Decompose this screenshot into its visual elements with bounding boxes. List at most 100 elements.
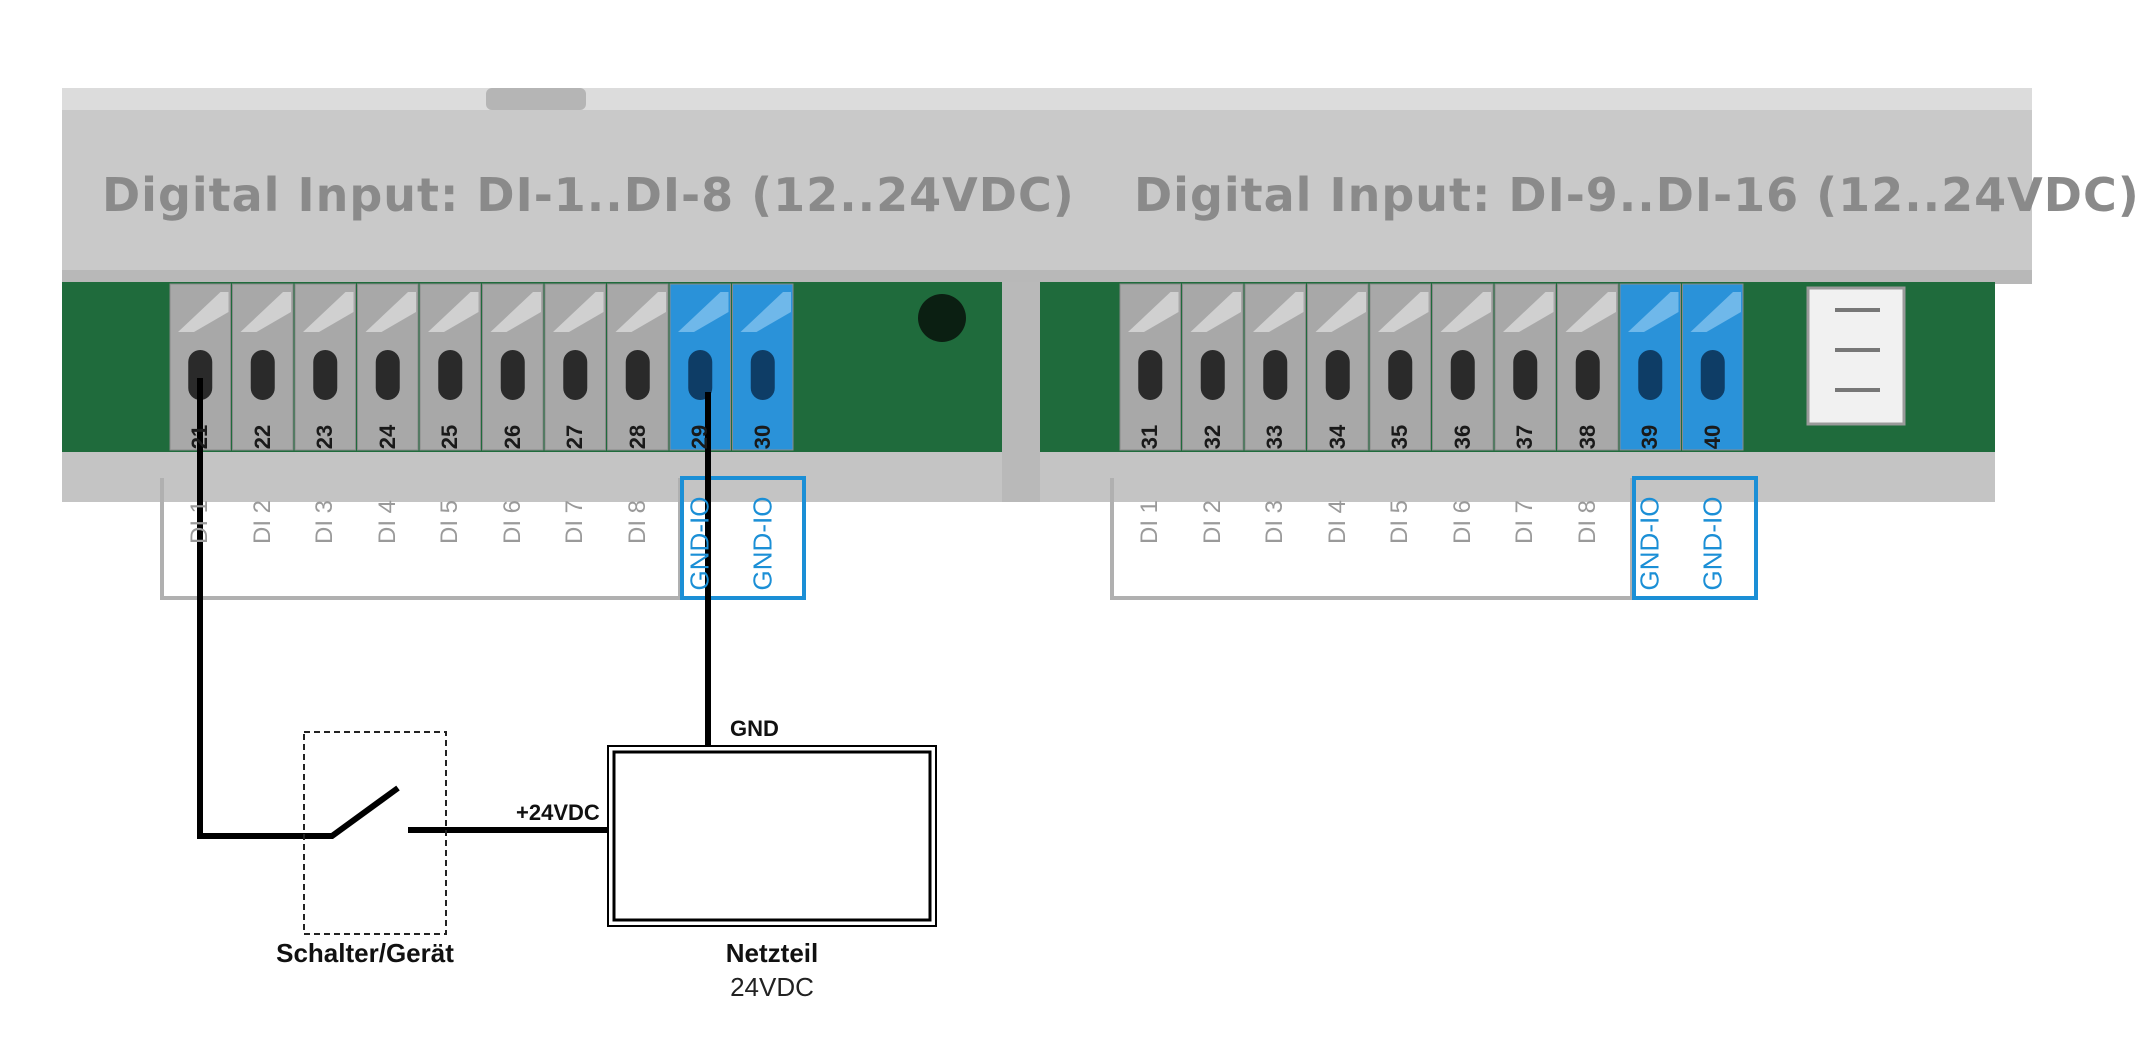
di-label: DI 1 [1136, 500, 1164, 545]
terminal-hole [438, 350, 463, 400]
di-label: DI 2 [1198, 500, 1226, 545]
terminal-lever [615, 292, 666, 332]
terminal-hole [750, 350, 775, 400]
gnd-frame-left [680, 476, 806, 600]
terminal-number: 28 [624, 424, 650, 450]
terminal-lever [1315, 292, 1366, 332]
terminal-lever [428, 292, 479, 332]
terminal-hole [250, 350, 275, 400]
di-label: DI 2 [248, 500, 276, 545]
terminal-lever [1440, 292, 1491, 332]
terminal-number: 32 [1199, 424, 1225, 450]
terminal-number: 30 [749, 424, 775, 450]
gnd-io-label: GND-IO [684, 496, 715, 591]
terminal-number: 33 [1262, 424, 1288, 450]
terminal-lever [678, 292, 729, 332]
terminal-lever [1690, 292, 1741, 332]
terminal-number: 31 [1137, 424, 1163, 450]
housing-lower-left [62, 452, 1002, 502]
terminal-lever [1503, 292, 1554, 332]
module-left-title: Digital Input: DI-1..DI-8 (12..24VDC) [102, 168, 1075, 222]
switch-caption: Schalter/Gerät [276, 938, 454, 968]
terminal-hole [500, 350, 525, 400]
module-divider [1002, 282, 1040, 502]
housing-body [62, 110, 2032, 282]
terminal-hole [1263, 350, 1288, 400]
di-label: DI 7 [1511, 500, 1539, 545]
di-label: DI 3 [1261, 500, 1289, 545]
switch-enclosure [303, 731, 447, 935]
terminal-block-left [169, 283, 794, 451]
di-label: DI 1 [186, 500, 214, 545]
gnd-io-label: GND-IO [1697, 496, 1728, 591]
terminal-number: 38 [1574, 424, 1600, 450]
gnd-wire-label: GND [730, 716, 779, 741]
psu-caption: Netzteil [725, 938, 819, 968]
terminal-lever [1253, 292, 1304, 332]
terminal-lever [553, 292, 604, 332]
terminal-lever [1128, 292, 1179, 332]
terminal-lever [178, 292, 229, 332]
terminal-lever [490, 292, 541, 332]
gnd-io-label: GND-IO [747, 496, 778, 591]
terminal-number: 25 [437, 424, 463, 450]
terminal-hole [1325, 350, 1350, 400]
terminal-lever [365, 292, 416, 332]
terminal-hole [1638, 350, 1663, 400]
di-label: DI 4 [373, 500, 401, 545]
psu-box-inner [612, 750, 932, 922]
terminal-lever [303, 292, 354, 332]
terminal-number: 35 [1387, 424, 1413, 450]
terminal-block-right [1119, 283, 1744, 451]
terminal-hole [313, 350, 338, 400]
di-label: DI 3 [311, 500, 339, 545]
wiring-diagram [62, 88, 2032, 935]
pcb-hole-left [918, 294, 966, 342]
terminal-hole [625, 350, 650, 400]
terminal-hole [1388, 350, 1413, 400]
terminal-lever [1378, 292, 1429, 332]
terminal-number: 29 [687, 424, 713, 450]
housing-tab [486, 88, 586, 110]
housing-top-strip [62, 88, 2032, 112]
psu-voltage: 24VDC [730, 972, 814, 1002]
terminal-hole [563, 350, 588, 400]
supply-wire-label: +24VDC [516, 800, 600, 825]
terminal-number: 24 [374, 424, 400, 450]
wire-di1 [197, 378, 400, 839]
terminal-hole [1200, 350, 1225, 400]
terminal-hole [1575, 350, 1600, 400]
terminal-number: 37 [1512, 424, 1538, 450]
terminal-hole [188, 350, 213, 400]
module-right-title: Digital Input: DI-9..DI-16 (12..24VDC) [1134, 168, 2140, 222]
terminal-number: 23 [312, 424, 338, 450]
terminal-hole [688, 350, 713, 400]
terminal-number: 21 [187, 424, 213, 450]
terminal-hole [1700, 350, 1725, 400]
di-label: DI 7 [561, 500, 589, 545]
di-label: DI 6 [1448, 500, 1476, 545]
di-label: DI 4 [1323, 500, 1351, 545]
terminal-hole [1513, 350, 1538, 400]
gnd-io-label: GND-IO [1634, 496, 1665, 591]
psu-box-outer [607, 745, 937, 927]
terminal-hole [1450, 350, 1475, 400]
di-label: DI 8 [1573, 500, 1601, 545]
di-label: DI 5 [1386, 500, 1414, 545]
terminal-lever [1565, 292, 1616, 332]
terminal-lever [1628, 292, 1679, 332]
terminal-lever [240, 292, 291, 332]
terminal-number: 26 [499, 424, 525, 450]
terminal-number: 39 [1637, 424, 1663, 450]
di-label: DI 5 [436, 500, 464, 545]
terminal-number: 34 [1324, 424, 1350, 450]
terminal-number: 22 [249, 424, 275, 450]
terminal-number: 36 [1449, 424, 1475, 450]
di-label: DI 6 [498, 500, 526, 545]
housing-shadow [62, 270, 2032, 284]
terminal-hole [1138, 350, 1163, 400]
housing-lower-right [1040, 452, 1995, 502]
terminal-number: 40 [1699, 424, 1725, 450]
terminal-hole [375, 350, 400, 400]
gnd-frame-right [1632, 476, 1758, 600]
